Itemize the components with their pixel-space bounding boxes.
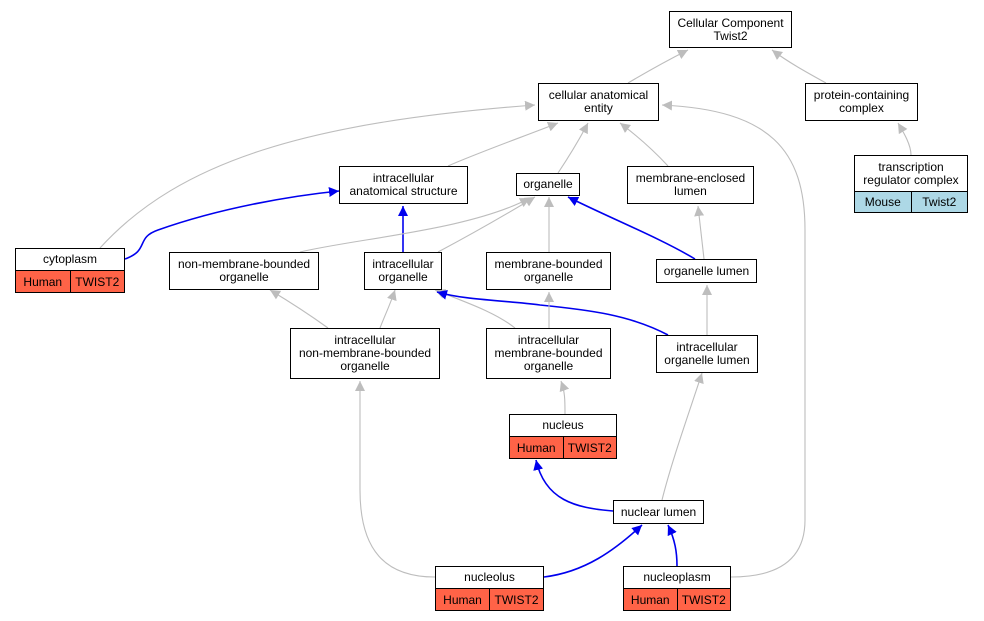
edge-transcription-regulator-complex-to-protein-containing-complex (897, 122, 912, 156)
annotation-species: Human (630, 592, 670, 607)
edge-intracellular-organelle-to-organelle (437, 196, 536, 253)
node-label-line: membrane-enclosed (635, 171, 746, 185)
node-nuclear-lumen[interactable]: nuclear lumen (613, 500, 704, 524)
node-label-line: intracellular (372, 257, 434, 271)
node-label-line: non-membrane-bounded (177, 257, 311, 271)
node-cytoplasm[interactable]: cytoplasm (15, 248, 125, 271)
edge-nuclear-lumen-to-intracellular-organelle-lumen (661, 372, 704, 501)
edge-membrane-enclosed-lumen-to-cellular-anatomical-entity (619, 122, 669, 167)
node-label-line: membrane-bounded (494, 346, 603, 360)
annotation-human-twist2: Human TWIST2 (623, 588, 731, 611)
annotation-human-twist2: Human TWIST2 (509, 436, 617, 459)
node-label-line: nucleoplasm (643, 570, 711, 584)
node-label-line: intracellular (676, 340, 738, 354)
node-label-line: organelle (378, 270, 428, 284)
edge-non-membrane-bounded-organelle-to-organelle (299, 197, 531, 253)
node-label-line: organelle lumen (664, 353, 750, 367)
annotation-gene: TWIST2 (562, 437, 617, 458)
node-label-line: cellular anatomical (548, 88, 649, 102)
node-cellular-component-twist2[interactable]: Cellular Component Twist2 (669, 11, 792, 48)
edge-cytoplasm-to-cellular-anatomical-entity (99, 100, 536, 249)
edge-organelle-lumen-to-organelle (567, 196, 696, 260)
node-organelle-lumen[interactable]: organelle lumen (656, 259, 757, 283)
node-transcription-regulator-complex[interactable]: transcription regulator complex (854, 155, 968, 192)
node-label-line: organelle (523, 270, 574, 284)
node-label-line: non-membrane-bounded (298, 346, 432, 360)
edge-intracellular-non-membrane-bounded-organelle-to-non-membrane-bounded-organelle (269, 289, 329, 329)
edge-organelle-lumen-to-membrane-enclosed-lumen (694, 205, 705, 260)
node-label-line: anatomical structure (349, 184, 458, 198)
edge-protein-containing-complex-to-root (771, 49, 827, 84)
node-label-line: organelle (219, 270, 269, 284)
node-intracellular-organelle-lumen[interactable]: intracellular organelle lumen (656, 335, 758, 373)
edge-nucleoplasm-to-nuclear-lumen (667, 524, 678, 567)
node-label-line: cytoplasm (42, 252, 98, 266)
node-membrane-bounded-organelle[interactable]: membrane-bounded organelle (486, 252, 611, 290)
edge-intracellular-anatomical-structure-to-cellular-anatomical-entity (447, 122, 559, 167)
edge-intracellular-non-membrane-bounded-organelle-to-intracellular-organelle (379, 289, 397, 329)
annotation-species: Human (443, 592, 482, 607)
node-label-line: organelle (340, 359, 390, 373)
node-intracellular-anatomical-structure[interactable]: intracellular anatomical structure (339, 166, 468, 204)
annotation-species: Human (23, 274, 63, 289)
node-label-line: intracellular (372, 171, 435, 185)
node-membrane-enclosed-lumen[interactable]: membrane-enclosed lumen (627, 166, 754, 204)
edge-nucleus-to-intracellular-membrane-bounded-organelle (559, 380, 570, 415)
node-intracellular-non-membrane-bounded-organelle[interactable]: intracellular non-membrane-bounded organ… (290, 328, 440, 379)
node-non-membrane-bounded-organelle[interactable]: non-membrane-bounded organelle (169, 252, 319, 290)
node-label-line: protein-containing (813, 88, 910, 102)
annotation-human-twist2: Human TWIST2 (15, 270, 125, 293)
edge-nucleolus-to-intracellular-non-membrane-bounded-organelle (355, 381, 436, 578)
annotation-gene: Twist2 (910, 192, 968, 212)
node-nucleolus[interactable]: nucleolus (435, 566, 544, 589)
node-label-line: transcription (878, 159, 944, 174)
edge-intracellular-membrane-bounded-organelle-to-intracellular-organelle (434, 289, 516, 329)
node-label-line: Cellular Component (677, 15, 784, 30)
node-label-line: organelle (523, 177, 573, 191)
node-label-line: intracellular (517, 333, 580, 347)
node-intracellular-organelle[interactable]: intracellular organelle (364, 252, 442, 290)
edge-intracellular-organelle-lumen-to-intracellular-organelle (436, 289, 669, 336)
node-intracellular-membrane-bounded-organelle[interactable]: intracellular membrane-bounded organelle (486, 328, 611, 379)
node-label-line: Twist2 (713, 28, 748, 43)
node-cellular-anatomical-entity[interactable]: cellular anatomical entity (538, 83, 659, 121)
edge-cytoplasm-to-intracellular-anatomical-structure (124, 187, 340, 260)
annotation-human-twist2: Human TWIST2 (435, 588, 544, 611)
edge-nucleolus-to-nuclear-lumen (543, 524, 643, 578)
annotation-mouse-twist2: Mouse Twist2 (854, 191, 968, 213)
node-label-line: nucleolus (464, 570, 515, 584)
node-label-line: nuclear lumen (620, 504, 697, 519)
annotation-gene: TWIST2 (676, 589, 731, 610)
annotation-species: Mouse (864, 195, 901, 209)
node-nucleus[interactable]: nucleus (509, 414, 617, 437)
node-label-line: nucleus (542, 418, 584, 432)
edge-organelle-to-cellular-anatomical-entity (557, 122, 589, 174)
node-label-line: lumen (674, 184, 707, 198)
node-protein-containing-complex[interactable]: protein-containing complex (805, 83, 918, 121)
node-label-line: regulator complex (863, 172, 959, 187)
node-label-line: complex (839, 101, 884, 115)
node-label-line: entity (584, 101, 613, 115)
annotation-gene: TWIST2 (489, 589, 543, 610)
edge-nucleoplasm-to-cellular-anatomical-entity (661, 100, 806, 578)
edge-cellular-anatomical-entity-to-root (627, 49, 689, 84)
node-label-line: intracellular (334, 333, 396, 347)
node-label-line: membrane-bounded (494, 257, 603, 271)
edge-nuclear-lumen-to-nucleus (533, 459, 614, 512)
node-label-line: organelle (523, 359, 574, 373)
annotation-gene: TWIST2 (69, 271, 125, 292)
node-nucleoplasm[interactable]: nucleoplasm (623, 566, 731, 589)
node-organelle[interactable]: organelle (516, 173, 580, 196)
node-label-line: organelle lumen (663, 263, 750, 278)
annotation-species: Human (516, 440, 556, 455)
